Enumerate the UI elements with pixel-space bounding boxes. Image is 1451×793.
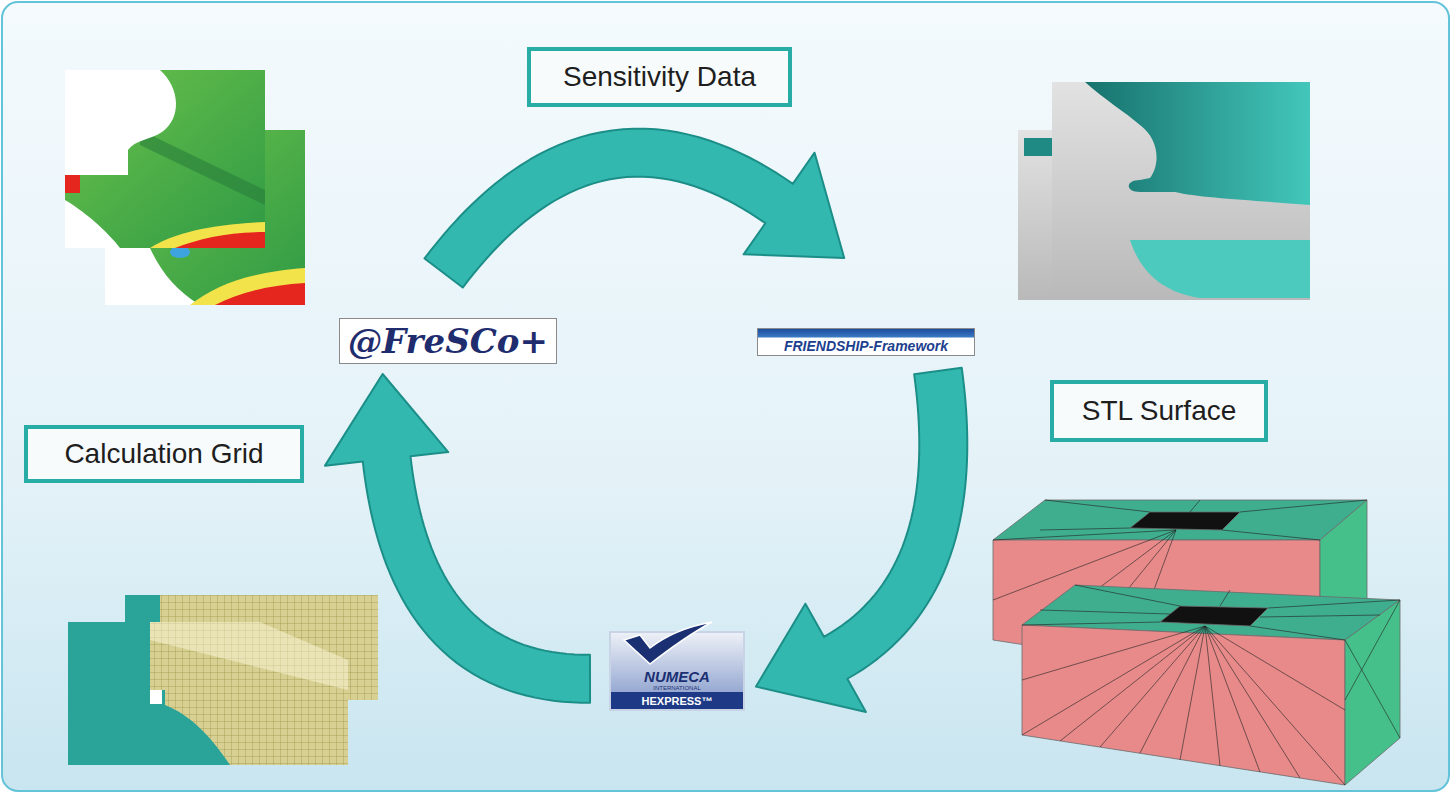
contour-patch (215, 283, 305, 305)
volume-mesh (150, 622, 348, 765)
logo-text: INTERNATIONAL (653, 685, 701, 692)
hull-cutout (65, 70, 176, 175)
contour-patch (175, 232, 265, 248)
flow-arrow (425, 129, 845, 288)
grid-view (68, 622, 348, 765)
hull-cutout (150, 690, 162, 704)
hull-surface (1085, 82, 1310, 205)
surface-mesh (1160, 606, 1268, 626)
step-label-text: STL Surface (1082, 395, 1237, 427)
step-label: Sensitivity Data (527, 47, 792, 107)
mesh-highlight (150, 622, 348, 690)
mesh-lines (1022, 585, 1400, 785)
sensitivity-plots (65, 70, 305, 305)
box-face (1022, 625, 1345, 785)
hull-surface (1024, 138, 1052, 156)
step-label: STL Surface (1050, 380, 1268, 442)
logo-band (611, 692, 743, 709)
software-logo: @FreSCo+ (339, 318, 557, 364)
calculation-grids (68, 595, 378, 765)
step-label-text: Sensitivity Data (563, 61, 756, 93)
contour-patch (65, 175, 80, 193)
flow-arrow (325, 374, 590, 703)
step-label-text: Calculation Grid (64, 438, 263, 470)
stl-boxes (993, 500, 1400, 785)
box-face (993, 500, 1367, 540)
contour-patch (190, 268, 305, 305)
hull-renders (1018, 82, 1310, 300)
step-label: Calculation Grid (24, 425, 304, 483)
contour-band (140, 130, 265, 205)
software-logo: FRIENDSHIP-Framework (757, 328, 975, 356)
logo-text: FRIENDSHIP-Framework (784, 338, 948, 355)
software-logo: NUMECAINTERNATIONALHEXPRESS™ (610, 632, 744, 710)
logo-text: NUMECA (644, 668, 710, 685)
hexpress-logo-art (610, 622, 744, 710)
contour-patch (150, 222, 265, 248)
hull-render (1052, 82, 1310, 300)
box-face (1345, 600, 1400, 785)
check-mark (624, 622, 712, 664)
logo-text: HEXPRESS™ (642, 692, 713, 710)
hull-surface (1130, 240, 1310, 298)
flow-arrow (756, 368, 967, 712)
surface-mesh (1130, 512, 1240, 530)
logo-text: @FreSCo+ (348, 319, 548, 363)
contour-plot (65, 70, 265, 248)
hull-cutout (65, 200, 120, 248)
